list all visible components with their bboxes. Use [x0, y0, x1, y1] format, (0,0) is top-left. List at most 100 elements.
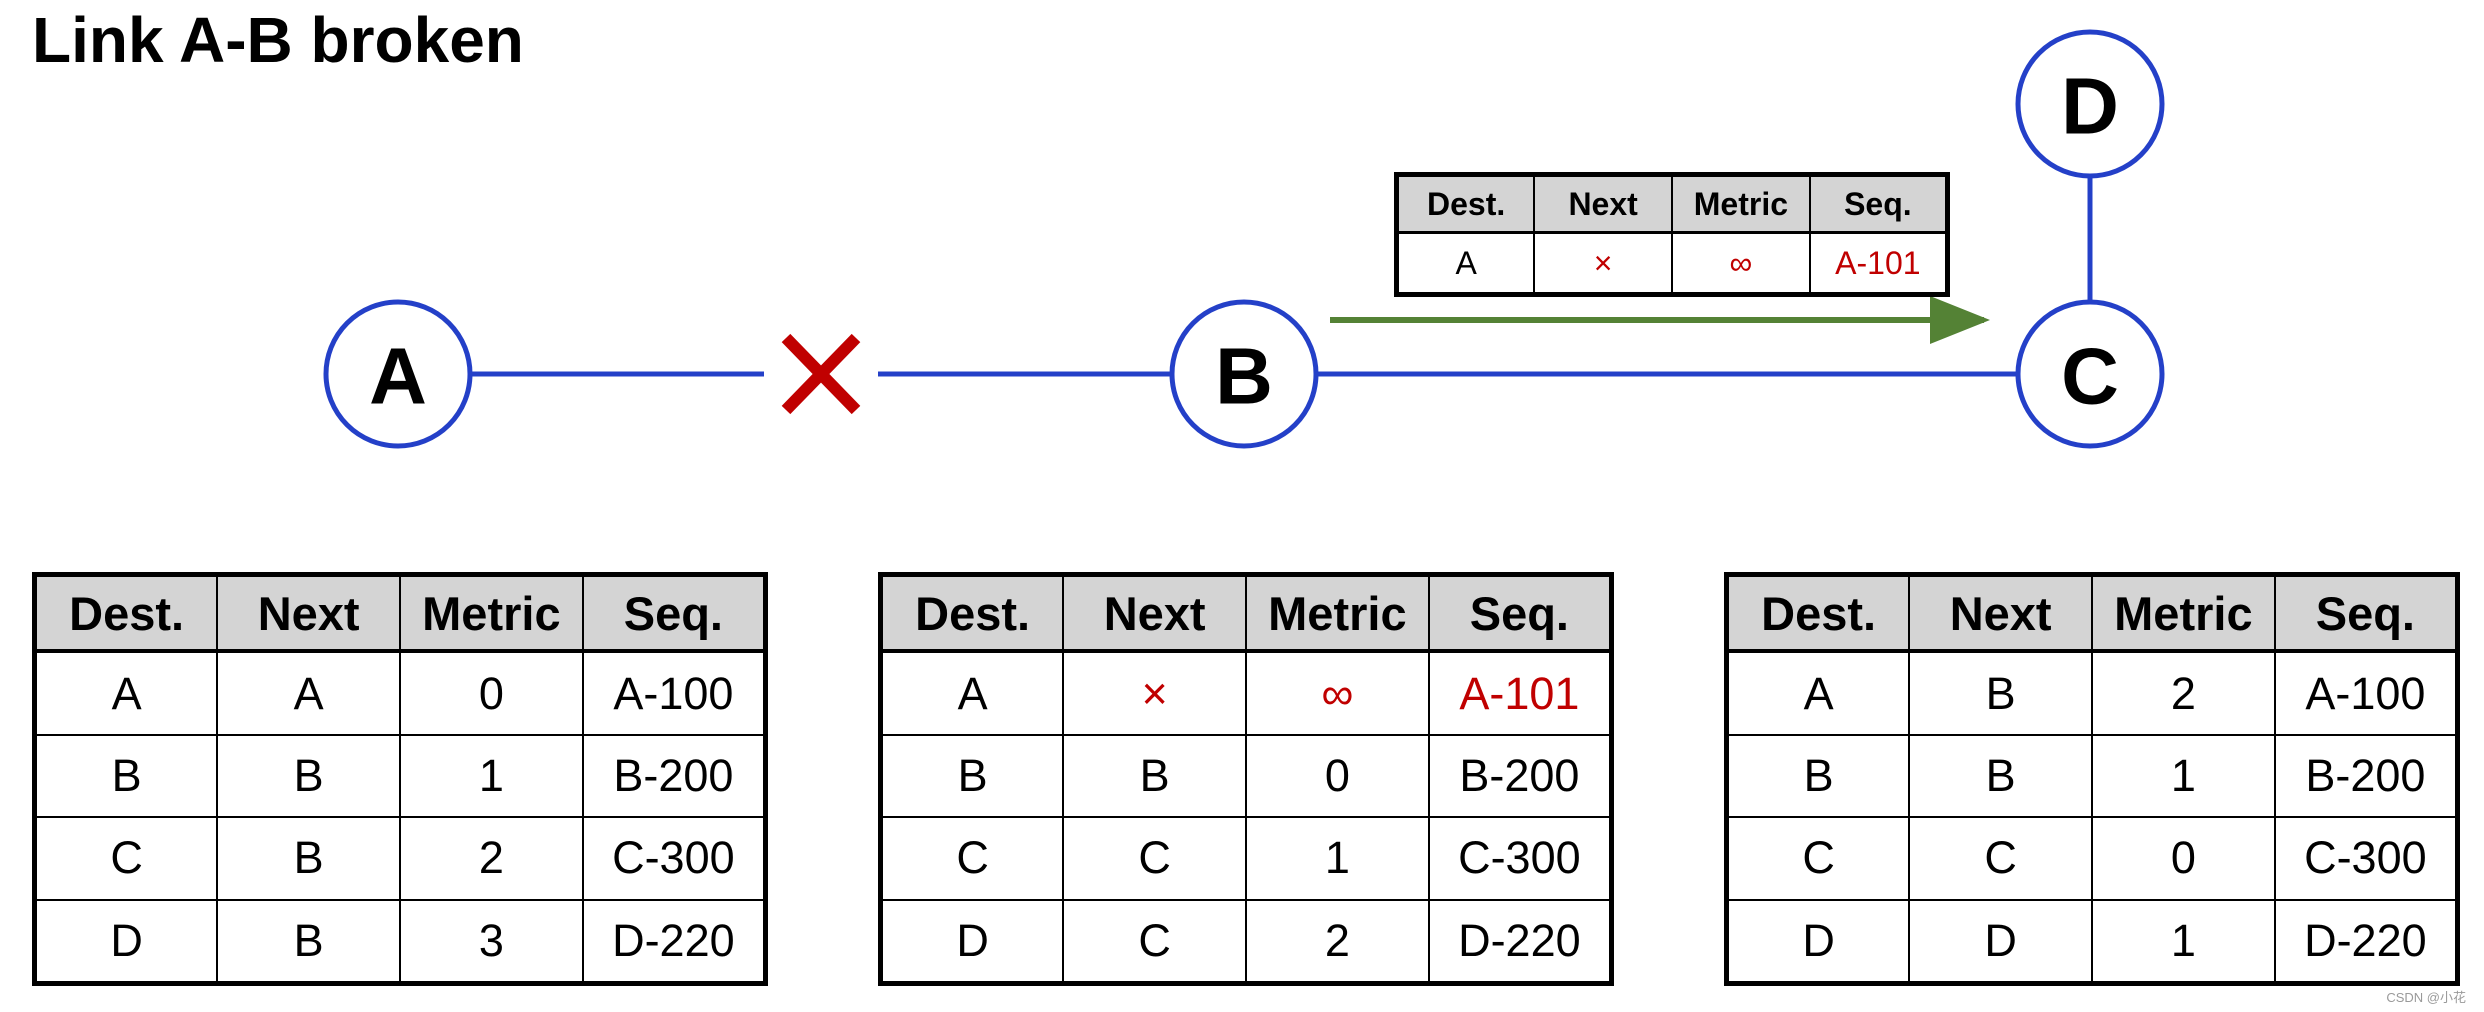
table-cell: A-100: [2273, 650, 2459, 736]
node-b: B: [1169, 299, 1319, 449]
table-cell: C: [1062, 816, 1247, 901]
table-cell: A-101: [1808, 231, 1949, 296]
table-cell: D: [1908, 898, 2093, 985]
table-cell: B: [1908, 733, 2093, 819]
table-cell: B: [1725, 733, 1911, 819]
table-cell: A: [1725, 650, 1911, 736]
header-metric: Metric: [1245, 573, 1430, 654]
header-seq: Seq.: [2273, 573, 2459, 654]
table-cell: 3: [399, 898, 584, 985]
header-dest: Dest.: [879, 573, 1065, 654]
node-b-label: B: [1215, 332, 1273, 421]
table-cell: B-200: [1427, 733, 1613, 819]
table-cell: ∞: [1245, 650, 1430, 736]
table-cell: D: [879, 898, 1065, 985]
table-cell: 1: [2091, 733, 2276, 819]
node-c: C: [2015, 299, 2165, 449]
header-seq: Seq.: [581, 573, 767, 654]
routing-table-b: Dest. Next Metric Seq. A × ∞ A-101 B B 0…: [878, 572, 1614, 986]
table-cell: A-100: [581, 650, 767, 736]
node-c-label: C: [2061, 332, 2119, 421]
table-cell: D-220: [1427, 898, 1613, 985]
table-cell: ∞: [1671, 231, 1811, 296]
table-header-row: Dest. Next Metric Seq.: [1725, 573, 2459, 654]
table-cell: A: [216, 650, 401, 736]
table-row: C C 1 C-300: [879, 816, 1613, 901]
table-header-row: Dest. Next Metric Seq.: [1395, 173, 1949, 234]
table-cell: 0: [1245, 733, 1430, 819]
table-cell: B: [1908, 650, 2093, 736]
table-cell: 2: [1245, 898, 1430, 985]
table-row: D D 1 D-220: [1725, 898, 2459, 985]
table-cell: A: [879, 650, 1065, 736]
table-cell: 2: [399, 816, 584, 901]
table-cell: D: [33, 898, 219, 985]
watermark: CSDN @小花: [2386, 990, 2466, 1005]
table-cell: C: [1062, 898, 1247, 985]
table-row: D C 2 D-220: [879, 898, 1613, 985]
table-cell: B: [216, 733, 401, 819]
table-cell: 2: [2091, 650, 2276, 736]
table-header-row: Dest. Next Metric Seq.: [33, 573, 767, 654]
table-cell: D: [1725, 898, 1911, 985]
table-cell: B: [216, 816, 401, 901]
table-cell: B: [1062, 733, 1247, 819]
table-cell: 0: [2091, 816, 2276, 901]
table-cell: C-300: [1427, 816, 1613, 901]
table-row: A B 2 A-100: [1725, 650, 2459, 736]
node-a: A: [323, 299, 473, 449]
table-header-row: Dest. Next Metric Seq.: [879, 573, 1613, 654]
table-cell: D-220: [2273, 898, 2459, 985]
table-cell: B: [33, 733, 219, 819]
header-dest: Dest.: [1395, 173, 1536, 234]
diagram-title: Link A-B broken: [32, 4, 524, 76]
table-row: B B 0 B-200: [879, 733, 1613, 819]
table-cell: C: [1725, 816, 1911, 901]
header-seq: Seq.: [1427, 573, 1613, 654]
header-next: Next: [216, 573, 401, 654]
routing-table-a: Dest. Next Metric Seq. A A 0 A-100 B B 1…: [32, 572, 768, 986]
table-cell: A: [33, 650, 219, 736]
table-cell: C: [33, 816, 219, 901]
header-dest: Dest.: [33, 573, 219, 654]
table-cell: ×: [1062, 650, 1247, 736]
table-cell: C: [879, 816, 1065, 901]
header-next: Next: [1908, 573, 2093, 654]
table-row: B B 1 B-200: [1725, 733, 2459, 819]
table-row: C B 2 C-300: [33, 816, 767, 901]
node-d-label: D: [2061, 62, 2119, 151]
table-row: B B 1 B-200: [33, 733, 767, 819]
header-seq: Seq.: [1808, 173, 1949, 234]
table-cell: C: [1908, 816, 2093, 901]
node-d: D: [2015, 29, 2165, 179]
table-cell: 1: [399, 733, 584, 819]
table-row: C C 0 C-300: [1725, 816, 2459, 901]
broken-link-x-icon: [781, 333, 861, 415]
table-cell: 1: [2091, 898, 2276, 985]
table-row: A × ∞ A-101: [879, 650, 1613, 736]
table-cell: C-300: [2273, 816, 2459, 901]
routing-table-c: Dest. Next Metric Seq. A B 2 A-100 B B 1…: [1724, 572, 2460, 986]
table-cell: 0: [399, 650, 584, 736]
header-next: Next: [1533, 173, 1673, 234]
table-row: A × ∞ A-101: [1395, 231, 1949, 296]
table-row: A A 0 A-100: [33, 650, 767, 736]
table-cell: A-101: [1427, 650, 1613, 736]
table-cell: B-200: [581, 733, 767, 819]
table-cell: A: [1395, 231, 1536, 296]
header-metric: Metric: [2091, 573, 2276, 654]
header-metric: Metric: [399, 573, 584, 654]
header-dest: Dest.: [1725, 573, 1911, 654]
table-cell: B-200: [2273, 733, 2459, 819]
update-message-table: Dest. Next Metric Seq. A × ∞ A-101: [1394, 172, 1950, 297]
header-metric: Metric: [1671, 173, 1811, 234]
table-cell: ×: [1533, 231, 1673, 296]
table-cell: C-300: [581, 816, 767, 901]
header-next: Next: [1062, 573, 1247, 654]
node-a-label: A: [369, 332, 427, 421]
table-row: D B 3 D-220: [33, 898, 767, 985]
table-cell: 1: [1245, 816, 1430, 901]
table-cell: B: [879, 733, 1065, 819]
table-cell: D-220: [581, 898, 767, 985]
